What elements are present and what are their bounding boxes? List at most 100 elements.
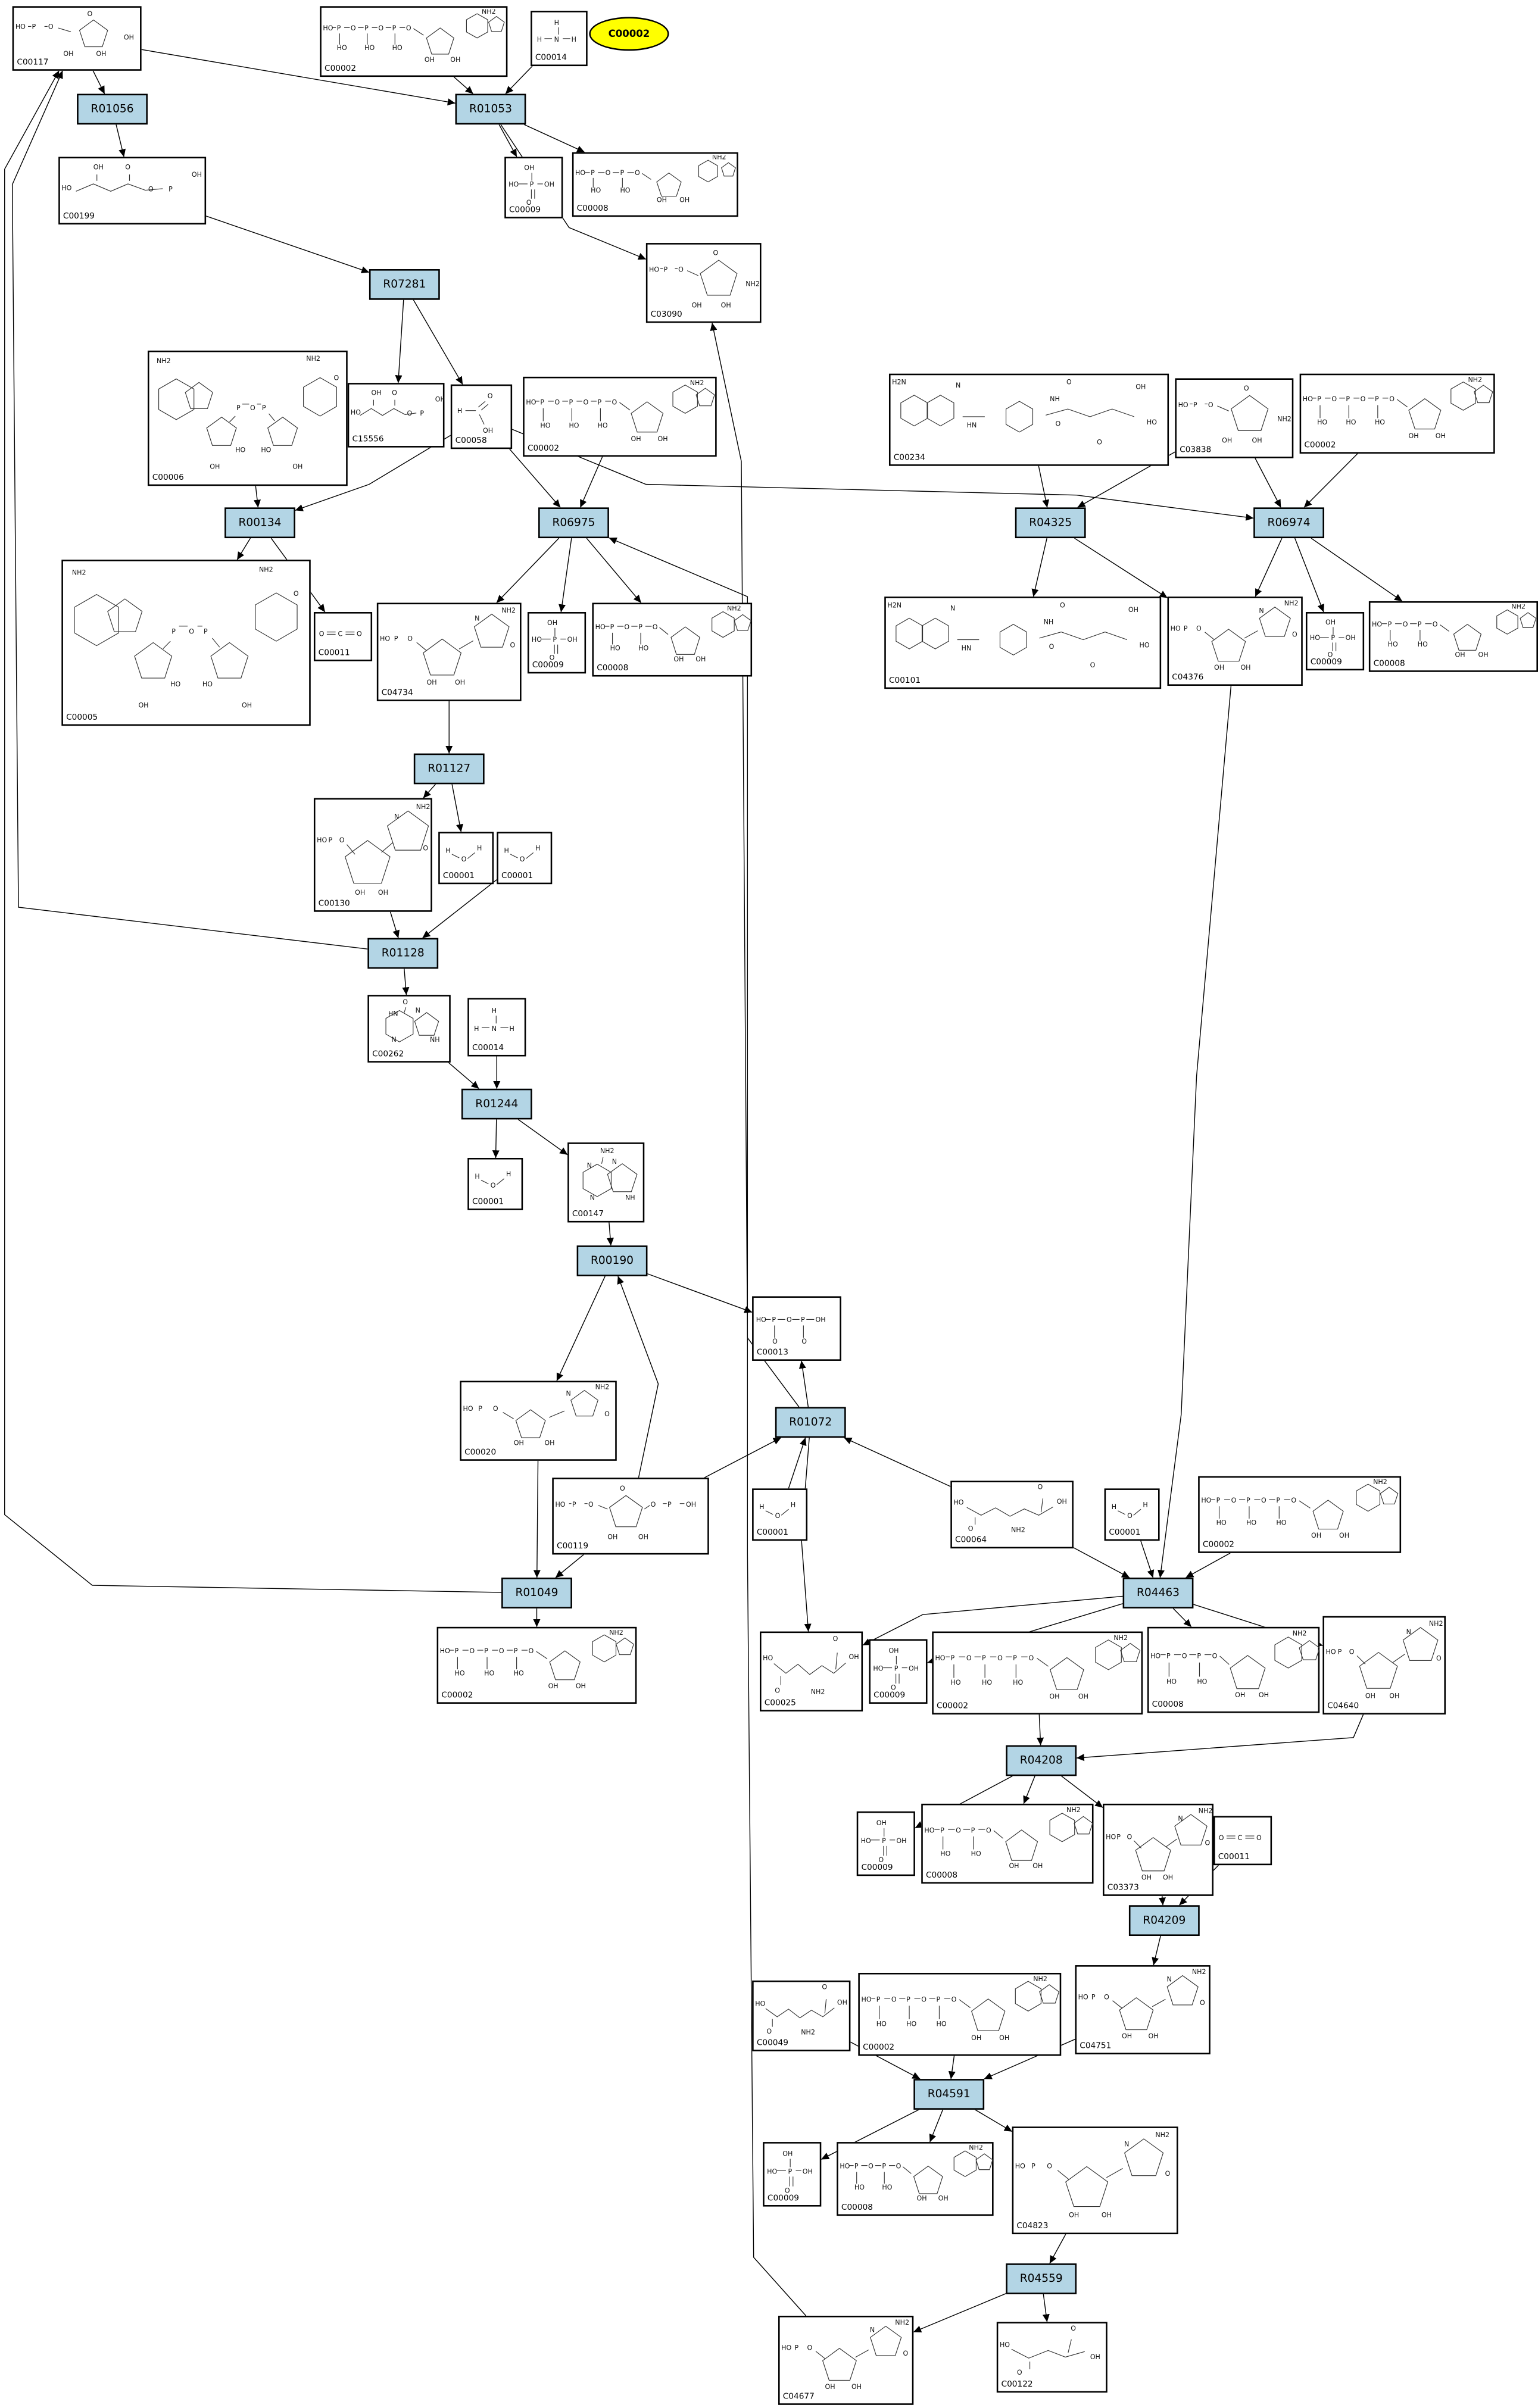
reaction-node-R04559[interactable]: R04559: [1006, 2263, 1077, 2294]
edge-C00014_1-to-R01053: [505, 65, 533, 95]
svg-text:OH: OH: [1436, 432, 1446, 440]
reaction-node-R00190[interactable]: R00190: [576, 1245, 648, 1276]
svg-text:N: N: [492, 1025, 497, 1033]
svg-text:HO: HO: [861, 1995, 871, 2003]
svg-text:O: O: [653, 623, 658, 631]
reaction-node-R04325[interactable]: R04325: [1015, 507, 1086, 539]
compound-id-label: C00001: [442, 871, 475, 881]
svg-text:OH: OH: [1057, 1498, 1067, 1506]
reaction-node-R04591[interactable]: R04591: [913, 2079, 985, 2110]
svg-text:H: H: [1143, 1501, 1147, 1509]
svg-text:P: P: [667, 1501, 672, 1508]
reaction-node-R01244[interactable]: R01244: [461, 1088, 532, 1120]
svg-text:O: O: [1436, 1655, 1442, 1663]
svg-text:P: P: [597, 398, 601, 406]
svg-text:P: P: [937, 1995, 941, 2003]
reaction-node-R01056[interactable]: R01056: [77, 93, 148, 125]
reaction-node-R01127[interactable]: R01127: [413, 753, 485, 785]
reaction-node-R01072[interactable]: R01072: [775, 1407, 846, 1438]
compound-node-C00002-highlighted[interactable]: C00002: [589, 17, 669, 51]
reaction-node-R01128[interactable]: R01128: [367, 938, 439, 969]
reaction-node-R07281[interactable]: R07281: [369, 269, 440, 300]
reaction-node-R04209[interactable]: R04209: [1128, 1905, 1200, 1936]
molecule-structure-icon: HOH: [445, 845, 482, 864]
reaction-node-R01049[interactable]: R01049: [501, 1578, 572, 1609]
reaction-node-R00134[interactable]: R00134: [224, 507, 295, 539]
svg-text:OH: OH: [1478, 651, 1489, 658]
reaction-node-R06974[interactable]: R06974: [1253, 507, 1324, 539]
svg-text:HO: HO: [756, 1316, 766, 1324]
svg-text:H: H: [475, 1173, 479, 1180]
reaction-node-R04208[interactable]: R04208: [1006, 1745, 1077, 1776]
svg-text:HO: HO: [1106, 1833, 1116, 1841]
svg-text:OH: OH: [657, 196, 667, 204]
svg-text:HO: HO: [1201, 1497, 1211, 1504]
reaction-node-R01053[interactable]: R01053: [455, 93, 526, 125]
svg-text:HO: HO: [1147, 418, 1157, 426]
svg-text:O: O: [250, 404, 255, 412]
svg-text:O: O: [1219, 1834, 1224, 1842]
svg-text:O: O: [1349, 1648, 1355, 1656]
reaction-node-R04463[interactable]: R04463: [1122, 1578, 1194, 1609]
reaction-node-R06975[interactable]: R06975: [538, 507, 609, 539]
